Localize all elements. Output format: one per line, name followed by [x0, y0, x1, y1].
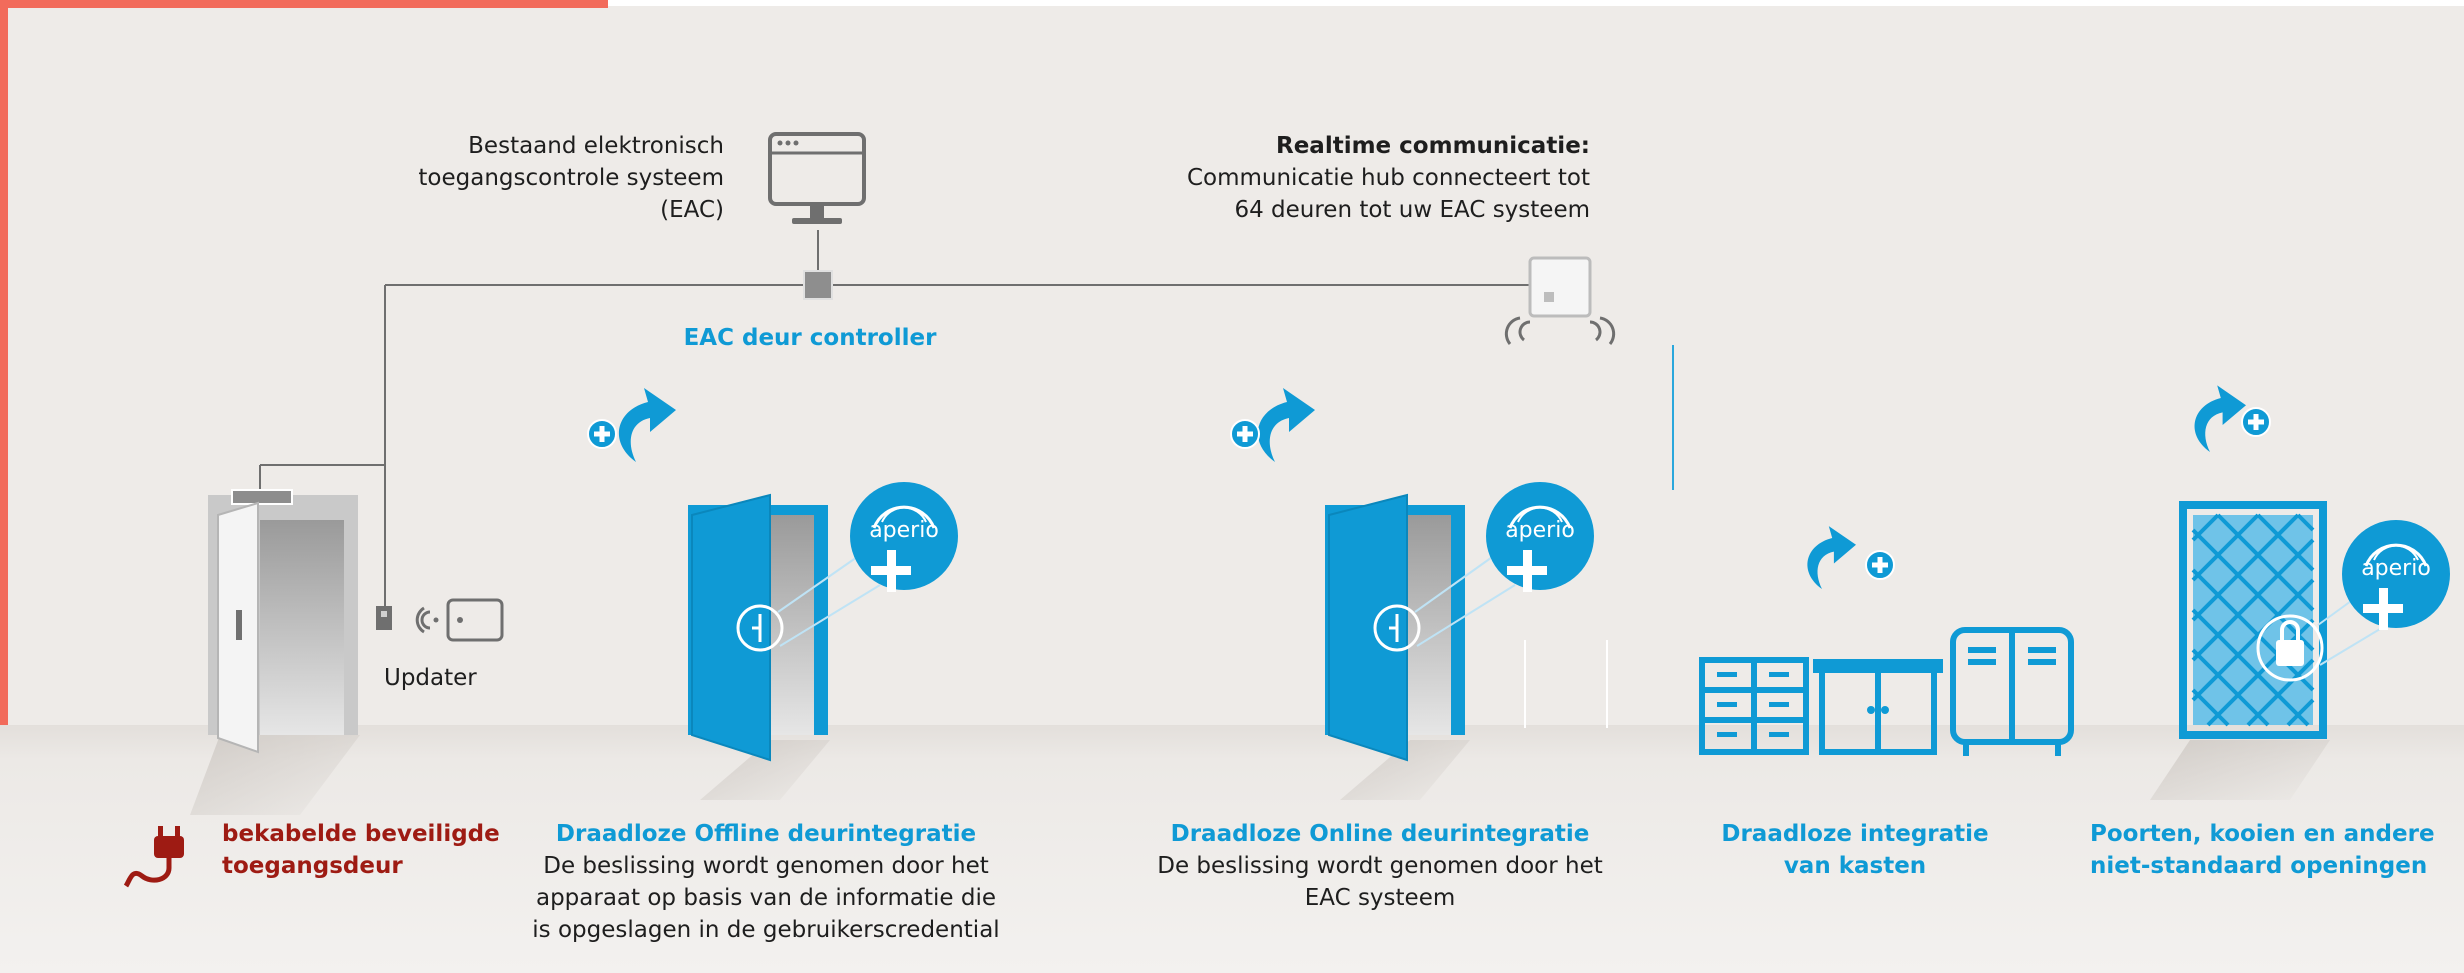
section-offline-caption: Draadloze Offline deurintegratie De besl… — [516, 818, 1016, 946]
section-title-line: niet-standaard openingen — [2090, 853, 2428, 879]
wireless-signal-icon — [415, 606, 439, 634]
frame-left-bar — [0, 0, 8, 973]
eac-system-text: Bestaand elektronisch toegangscontrole s… — [380, 130, 724, 226]
gate-icon — [2150, 501, 2330, 800]
plus-icon — [1865, 550, 1895, 580]
frame-top-bar — [0, 0, 608, 8]
realtime-line: Communicatie hub connecteert tot — [1186, 165, 1590, 191]
plug-icon — [123, 826, 184, 888]
updater-label: Updater — [384, 665, 477, 691]
cabinet-icon — [1717, 672, 1889, 737]
reader-icon — [376, 606, 392, 630]
upgrade-arrow-icon — [1807, 526, 1856, 589]
eac-system-line: toegangscontrole systeem — [418, 165, 724, 191]
controller-icon — [803, 270, 833, 300]
hub-icon — [1504, 256, 1616, 345]
online-door — [1325, 493, 1516, 800]
eac-controller-label: EAC deur controller — [683, 325, 937, 351]
upgrade-arrow-icon — [2194, 385, 2246, 452]
aperio-logo: aperio — [1505, 518, 1575, 543]
cabinet-icon — [1699, 657, 1943, 755]
plus-icon — [2241, 407, 2271, 437]
section-cabinets-caption: Draadloze integratie van kasten — [1690, 818, 2020, 882]
monitor-icon — [768, 132, 866, 224]
aperio-logo: aperio — [869, 518, 939, 543]
aperio-logo: aperio — [2361, 556, 2431, 581]
section-online-caption: Draadloze Online deurintegratie De besli… — [1130, 818, 1630, 914]
section-title-line: van kasten — [1783, 853, 1927, 879]
eac-system-line: (EAC) — [660, 197, 724, 223]
section-title-line: Poorten, kooien en andere — [2090, 821, 2435, 847]
eac-system-line: Bestaand elektronisch — [468, 133, 724, 159]
credential-card-icon — [446, 598, 504, 642]
section-title-line: Draadloze integratie — [1721, 821, 1989, 847]
realtime-text: Realtime communicatie: Communicatie hub … — [1120, 130, 1590, 226]
wired-door — [190, 489, 360, 815]
section-desc-line: De beslissing wordt genomen door het — [543, 853, 989, 879]
upgrade-arrow-icon — [1257, 388, 1315, 462]
section-title-line: Draadloze Online deurintegratie — [1170, 821, 1590, 847]
upgrade-arrow-icon — [618, 388, 676, 462]
locker-icon — [1950, 627, 2074, 756]
section-desc-line: is opgeslagen in de gebruikerscredential — [532, 917, 1000, 943]
plus-icon — [1230, 419, 1260, 449]
section-desc-line: EAC systeem — [1304, 885, 1456, 911]
section-gates-caption: Poorten, kooien en andere niet-standaard… — [2090, 818, 2435, 882]
offline-door — [688, 493, 881, 800]
section-wired-title: bekabelde beveiligde toegangsdeur — [222, 818, 502, 882]
realtime-line: 64 deuren tot uw EAC systeem — [1234, 197, 1590, 223]
frame-top-line — [608, 0, 2464, 6]
realtime-title: Realtime communicatie: — [1276, 133, 1590, 159]
floor — [0, 725, 2464, 973]
section-desc-line: De beslissing wordt genomen door het — [1157, 853, 1603, 879]
section-title-line: toegangsdeur — [222, 853, 403, 879]
plus-icon — [587, 419, 617, 449]
section-title-line: bekabelde beveiligde — [222, 821, 500, 847]
section-desc-line: apparaat op basis van de informatie die — [535, 885, 997, 911]
section-title-line: Draadloze Offline deurintegratie — [555, 821, 977, 847]
